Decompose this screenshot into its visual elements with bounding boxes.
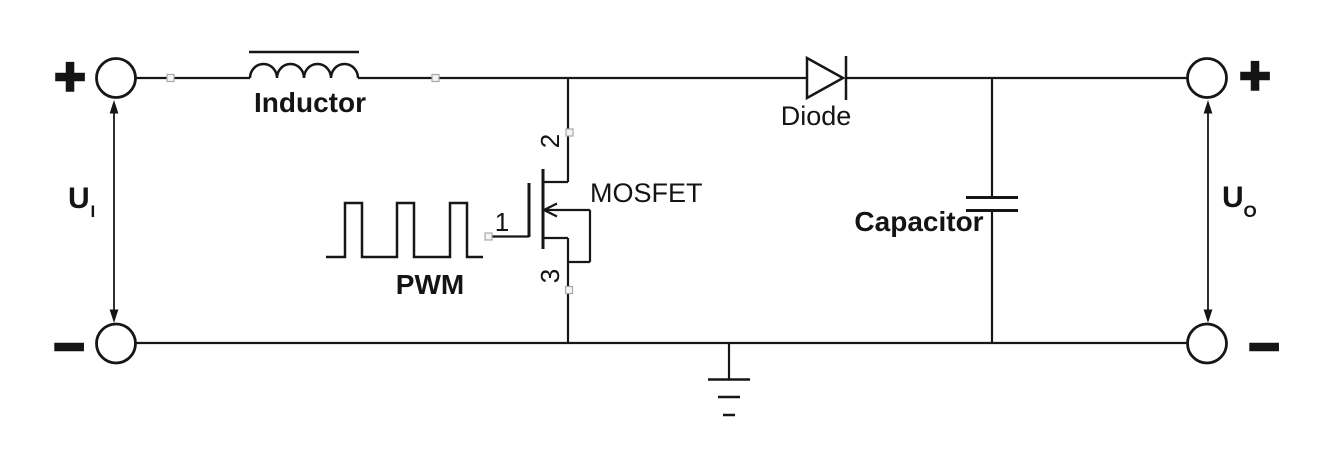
port-marker (564, 285, 574, 295)
mosfet-pin-3-label: 3 (535, 269, 565, 283)
terminal-input-positive (95, 57, 137, 99)
pwm-waveform (326, 201, 483, 259)
port-marker (431, 73, 440, 83)
diode-symbol (805, 55, 848, 101)
plus-icon: + (54, 47, 86, 107)
plus-icon: + (1239, 46, 1271, 106)
output-voltage-subscript: O (1244, 202, 1257, 221)
inductor-symbol (248, 50, 360, 79)
mosfet-symbol (490, 78, 592, 343)
input-voltage-base: U (68, 182, 90, 215)
diode-label: Diode (781, 101, 852, 131)
pwm-label: PWM (396, 269, 464, 300)
inductor-coils (248, 62, 360, 79)
input-voltage-arrow (109, 100, 119, 323)
capacitor-label: Capacitor (854, 206, 983, 237)
port-marker (166, 73, 175, 83)
inductor-label: Inductor (254, 87, 366, 118)
minus-icon: − (1248, 317, 1280, 377)
mosfet-body-arrow (541, 202, 558, 218)
terminal-input-negative (95, 322, 137, 365)
mosfet-pin-1-label: 1 (495, 207, 509, 237)
port-marker (565, 128, 574, 137)
terminal-output-negative (1186, 322, 1228, 365)
diode-anode-triangle (805, 55, 846, 101)
mosfet-pin-2-label: 2 (535, 134, 565, 148)
port-marker (484, 232, 493, 241)
input-voltage-subscript: I (91, 202, 96, 221)
output-voltage-arrow (1203, 100, 1213, 323)
ground-icon (708, 343, 750, 417)
mosfet-label: MOSFET (590, 178, 703, 208)
terminal-output-positive (1186, 57, 1228, 99)
output-voltage-base: U (1222, 181, 1244, 214)
input-voltage-label: U I (68, 182, 95, 221)
minus-icon: − (53, 317, 85, 377)
capacitor-symbol (966, 78, 1018, 343)
output-voltage-label: U O (1222, 181, 1257, 221)
